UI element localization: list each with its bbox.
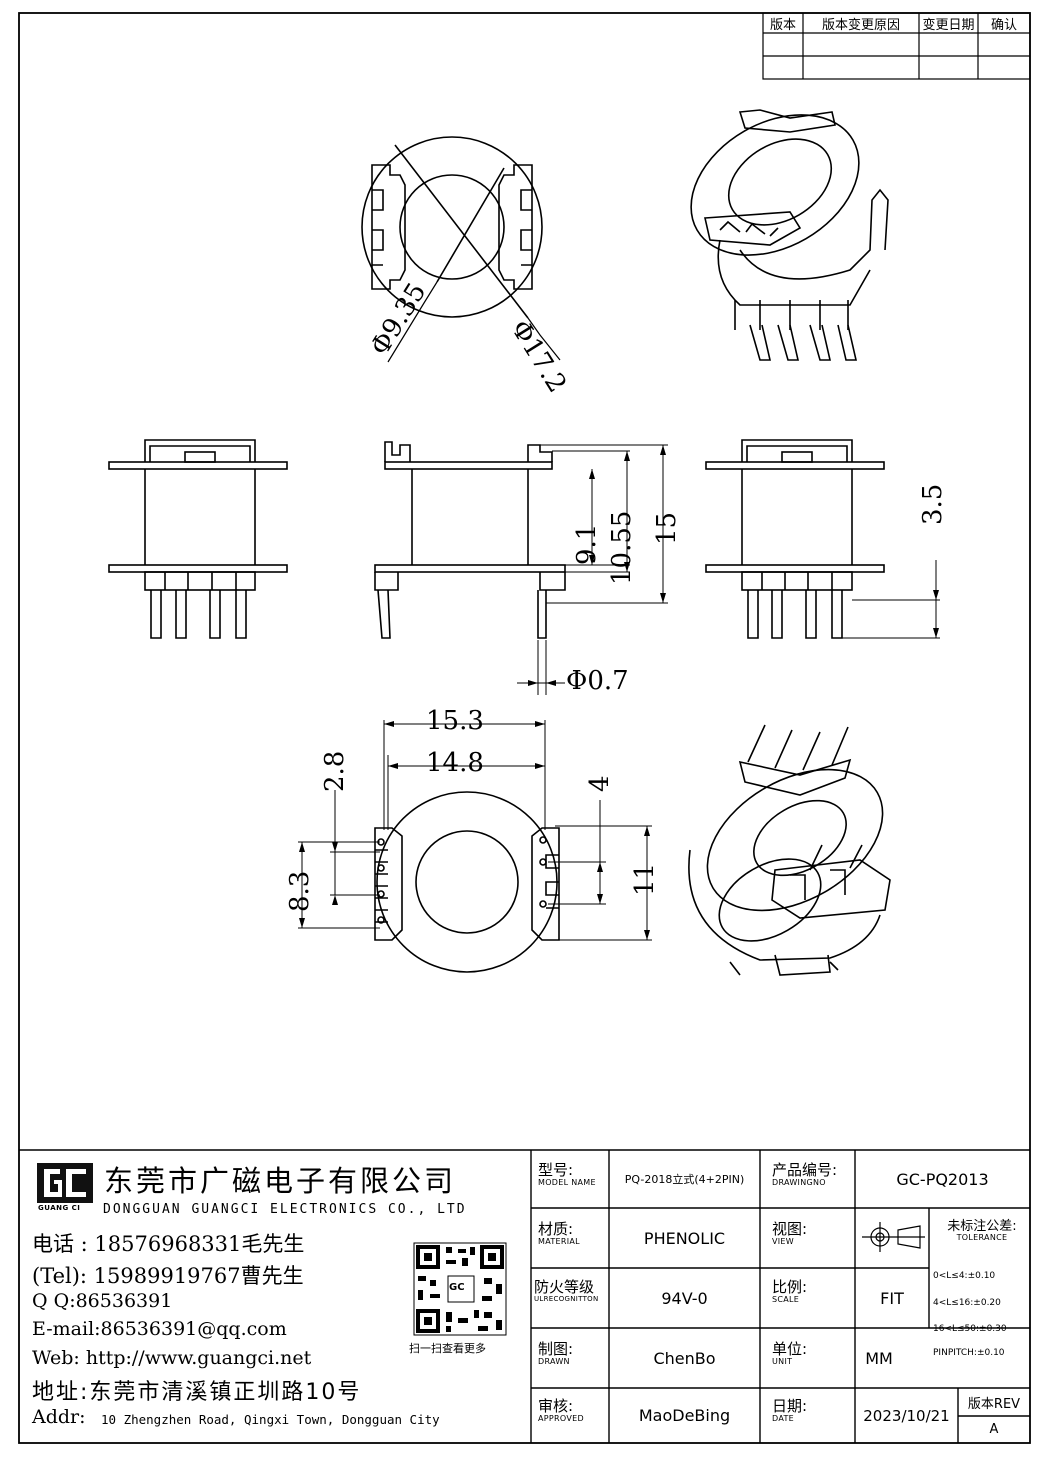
dim-pin-diameter: Φ0.7	[566, 666, 629, 696]
tolerance-row-3: 16<L≤50:±0.30	[933, 1324, 1007, 1334]
unit-value: MM	[865, 1348, 893, 1368]
tolerance-row-2: 4<L≤16:±0.20	[933, 1298, 1001, 1308]
revision-table-grid	[762, 12, 1031, 80]
ul-value: 94V-0	[661, 1288, 708, 1308]
scale-value: FIT	[880, 1288, 904, 1308]
isometric-view-bottom	[688, 724, 891, 976]
top-view	[361, 136, 561, 363]
isometric-view-top	[690, 109, 889, 361]
dim-14-8: 14.8	[426, 748, 484, 778]
drawing-no-value: GC-PQ2013	[896, 1169, 989, 1189]
rev-header-confirm: 确认	[990, 17, 1017, 33]
drawing-no-label: 产品编号:DRAWINGNO	[772, 1161, 838, 1187]
qr-code	[413, 1242, 507, 1336]
drawn-value: ChenBo	[653, 1348, 716, 1368]
dim-3-5: 3.5	[918, 483, 948, 525]
dim-15-3: 15.3	[426, 706, 484, 736]
company-website[interactable]: Web: http://www.guangci.net	[32, 1347, 312, 1369]
rev-header-version: 版本	[769, 17, 796, 33]
scale-label: 比例:SCALE	[772, 1278, 808, 1304]
company-address-en-label: Addr:	[32, 1406, 86, 1428]
date-value: 2023/10/21	[863, 1406, 950, 1425]
revision-label: 版本REV	[967, 1396, 1021, 1412]
date-label: 日期:DATE	[772, 1397, 808, 1423]
material-label: 材质:MATERIAL	[538, 1220, 580, 1246]
company-name-cn: 东莞市广磁电子有限公司	[104, 1164, 457, 1198]
qr-center-logo: GC	[449, 1282, 465, 1293]
front-view-left	[108, 439, 288, 639]
company-logo	[37, 1163, 93, 1203]
dim-11: 11	[630, 862, 660, 896]
tolerance-label: 未标注公差:TOLERANCE	[947, 1219, 1017, 1242]
dimension-lines	[298, 444, 940, 941]
company-phone-2: (Tel): 15989919767曹先生	[32, 1264, 304, 1288]
company-email: E-mail:86536391@qq.com	[32, 1318, 287, 1340]
tolerance-row-1: 0<L≤4:±0.10	[933, 1271, 996, 1281]
company-name-en: DONGGUAN GUANGCI ELECTRONICS CO., LTD	[103, 1202, 467, 1217]
approved-label: 审核:APPROVED	[538, 1397, 584, 1423]
dim-9-1: 9.1	[572, 523, 602, 565]
dimension-arrows	[299, 445, 939, 940]
company-phone-1: 电话 : 18576968331毛先生	[32, 1232, 305, 1256]
logo-caption: GUANG CI	[38, 1204, 81, 1212]
unit-label: 单位:UNIT	[772, 1340, 808, 1366]
dim-8-3: 8.3	[285, 870, 315, 912]
rev-header-date: 变更日期	[922, 17, 975, 33]
company-qq: Q Q:86536391	[32, 1290, 173, 1312]
material-value: PHENOLIC	[643, 1228, 726, 1248]
bottom-view	[374, 791, 560, 973]
side-view	[374, 441, 566, 639]
approved-value: MaoDeBing	[638, 1406, 731, 1425]
revision-value: A	[989, 1422, 999, 1437]
front-view-right	[705, 439, 885, 639]
dim-10-55: 10.55	[607, 510, 637, 585]
dim-15: 15	[652, 511, 682, 545]
qr-caption: 扫一扫查看更多	[409, 1342, 486, 1355]
rev-header-reason: 版本变更原因	[821, 17, 900, 33]
view-label: 视图:VIEW	[772, 1220, 808, 1246]
company-address-en: 10 Zhengzhen Road, Qingxi Town, Dongguan…	[101, 1412, 440, 1427]
tolerance-row-4: PINPITCH:±0.10	[933, 1348, 1005, 1358]
company-address-cn: 地址:东莞市清溪镇正圳路10号	[32, 1380, 362, 1405]
dim-2-8: 2.8	[320, 750, 350, 792]
model-label: 型号:MODEL NAME	[538, 1161, 596, 1187]
projection-symbol	[862, 1222, 925, 1252]
model-value: PQ-2018立式(4+2PIN)	[624, 1173, 745, 1186]
drawn-label: 制图:DRAWN	[538, 1340, 574, 1366]
title-block-grid	[19, 1149, 1030, 1443]
dim-4: 4	[585, 775, 615, 792]
